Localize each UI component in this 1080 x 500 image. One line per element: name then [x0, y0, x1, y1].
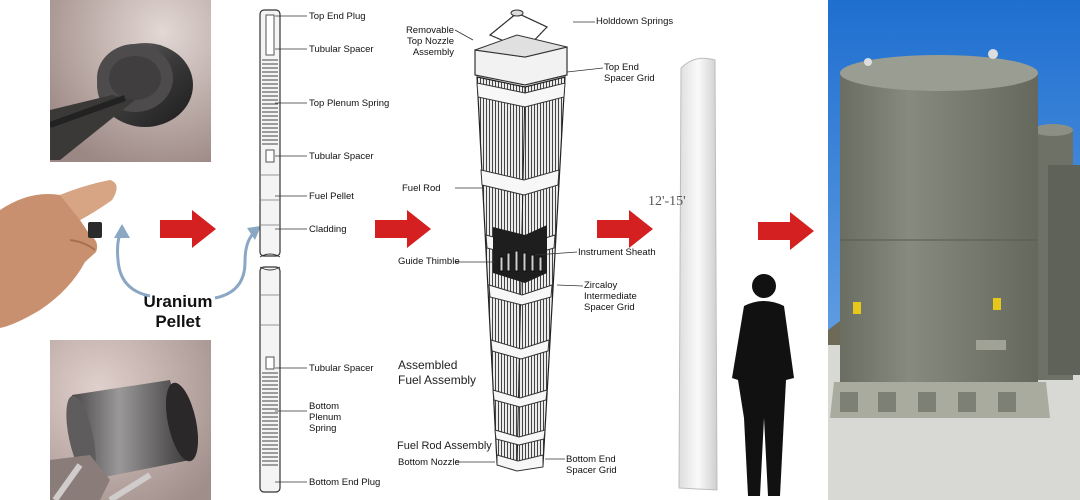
uranium-label-line1: Uranium	[143, 292, 213, 311]
height-label: 12'-15'	[648, 194, 686, 209]
uranium-label-line2: Pellet	[155, 312, 201, 331]
curve-arrow-right	[214, 226, 261, 300]
label-bottom-nozzle: Bottom Nozzle	[398, 457, 460, 468]
dry-cask-photo	[828, 0, 1080, 500]
curve-arrow-left	[114, 224, 151, 298]
label-bottom-plenum-spring: Bottom Plenum Spring	[309, 401, 342, 434]
label-cladding: Cladding	[309, 224, 347, 235]
pellet-photo-top	[50, 0, 211, 162]
person-silhouette	[732, 274, 794, 496]
label-fuel-rod: Fuel Rod	[402, 183, 441, 194]
label-top-end-spacer-grid: Top End Spacer Grid	[604, 62, 655, 84]
uranium-pellet-label: Uranium Pellet	[138, 292, 218, 332]
hand-holding-pellet	[0, 170, 125, 330]
red-arrow-2	[375, 210, 431, 248]
label-zircaloy-grid: Zircaloy Intermediate Spacer Grid	[584, 280, 637, 313]
label-holddown-springs: Holddown Springs	[596, 16, 674, 27]
fuel-rod-drawing	[259, 9, 281, 493]
label-tubular-spacer-top: Tubular Spacer	[309, 44, 374, 55]
label-guide-thimble: Guide Thimble	[398, 256, 460, 267]
pellet-photo-bottom	[50, 340, 211, 500]
assembled-line2: Fuel Assembly	[398, 373, 477, 387]
label-bottom-end-plug: Bottom End Plug	[309, 477, 381, 488]
red-arrow-1	[160, 210, 216, 248]
assembly-leaders	[455, 21, 604, 463]
fuel-assembly-drawing	[474, 9, 568, 472]
label-bottom-end-spacer-grid: Bottom End Spacer Grid	[566, 454, 617, 476]
fuel-rod-leaders	[275, 15, 307, 483]
label-tubular-spacer-bottom: Tubular Spacer	[309, 363, 374, 374]
red-arrow-3	[597, 210, 653, 248]
label-fuel-rod-assembly: Fuel Rod Assembly	[397, 440, 492, 452]
label-instrument-sheath: Instrument Sheath	[578, 247, 656, 258]
height-scale-column	[678, 57, 718, 491]
assembled-fuel-assembly-label: Assembled Fuel Assembly	[398, 358, 476, 388]
label-removable-top-nozzle: Removable Top Nozzle Assembly	[405, 25, 454, 58]
red-arrow-4	[758, 212, 814, 250]
label-tubular-spacer-mid: Tubular Spacer	[309, 151, 374, 162]
assembled-line1: Assembled	[398, 358, 458, 372]
label-top-plenum-spring: Top Plenum Spring	[309, 98, 390, 109]
label-top-end-plug: Top End Plug	[309, 11, 366, 22]
label-fuel-pellet: Fuel Pellet	[309, 191, 354, 202]
